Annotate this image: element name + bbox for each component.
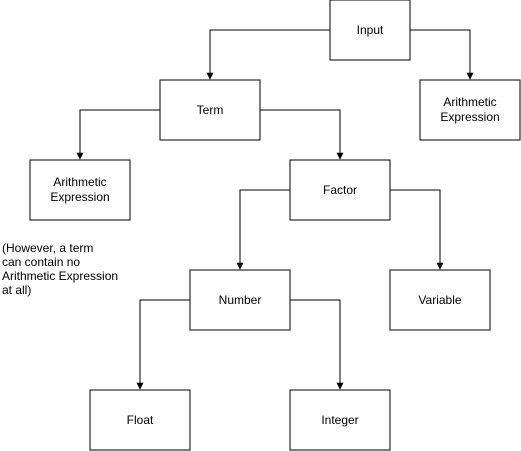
node-term: Term [159,79,261,141]
node-arith-right-line-1: Arithmetic [443,95,496,109]
edge-term-factor [260,109,344,160]
edge-factor-variable [390,189,444,270]
edge-input-arith-right [410,29,474,80]
node-float: Float [89,389,191,451]
node-factor: Factor [289,159,391,221]
node-arith-right-line-2: Expression [440,110,499,124]
annotation-note: (However, a term can contain no Arithmet… [2,241,119,297]
node-variable-label: Variable [418,293,461,307]
node-input-label: Input [357,23,384,37]
node-arithmetic-expression-left: Arithmetic Expression [29,159,131,221]
edge-term-arith-left [76,109,160,160]
node-number-label: Number [219,293,262,307]
node-arithmetic-expression-right: Arithmetic Expression [419,79,521,141]
node-integer: Integer [289,389,391,451]
node-number: Number [189,269,291,331]
node-factor-label: Factor [323,183,357,197]
edges [76,29,474,390]
node-arith-left-line-1: Arithmetic [53,175,106,189]
node-float-label: Float [127,413,154,427]
edge-number-integer [290,299,344,390]
node-input: Input [329,0,411,61]
edge-input-term [206,29,330,80]
edge-factor-number [236,189,290,270]
node-variable: Variable [389,269,491,331]
node-arith-left-line-2: Expression [50,190,109,204]
node-term-label: Term [197,103,224,117]
edge-number-float [136,299,190,390]
node-integer-label: Integer [321,413,358,427]
